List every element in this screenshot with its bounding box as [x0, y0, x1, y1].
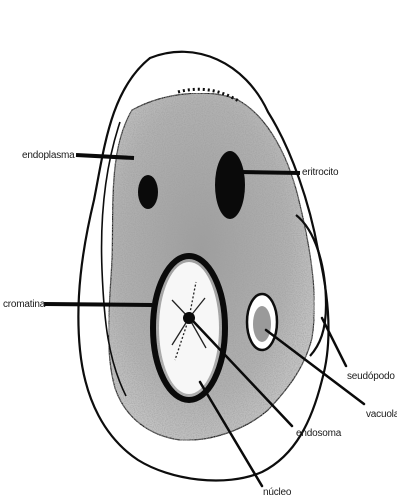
label-seudopodo: seudópodo	[347, 371, 395, 382]
label-endosoma: endosoma	[296, 428, 342, 439]
label-nucleo: núcleo	[263, 487, 292, 498]
leader-line-cromatina	[44, 304, 152, 305]
leader-line-eritrocito	[240, 172, 300, 173]
label-endoplasma: endoplasma	[22, 150, 75, 161]
erythrocyte-small	[138, 175, 158, 209]
nucleus-interior	[159, 262, 219, 394]
label-cromatina: cromatina	[3, 299, 46, 310]
erythrocyte-large	[215, 151, 245, 219]
vacuole-inner	[253, 306, 271, 342]
label-vacuola: vacuola	[366, 409, 397, 420]
label-eritrocito: eritrocito	[302, 167, 339, 178]
